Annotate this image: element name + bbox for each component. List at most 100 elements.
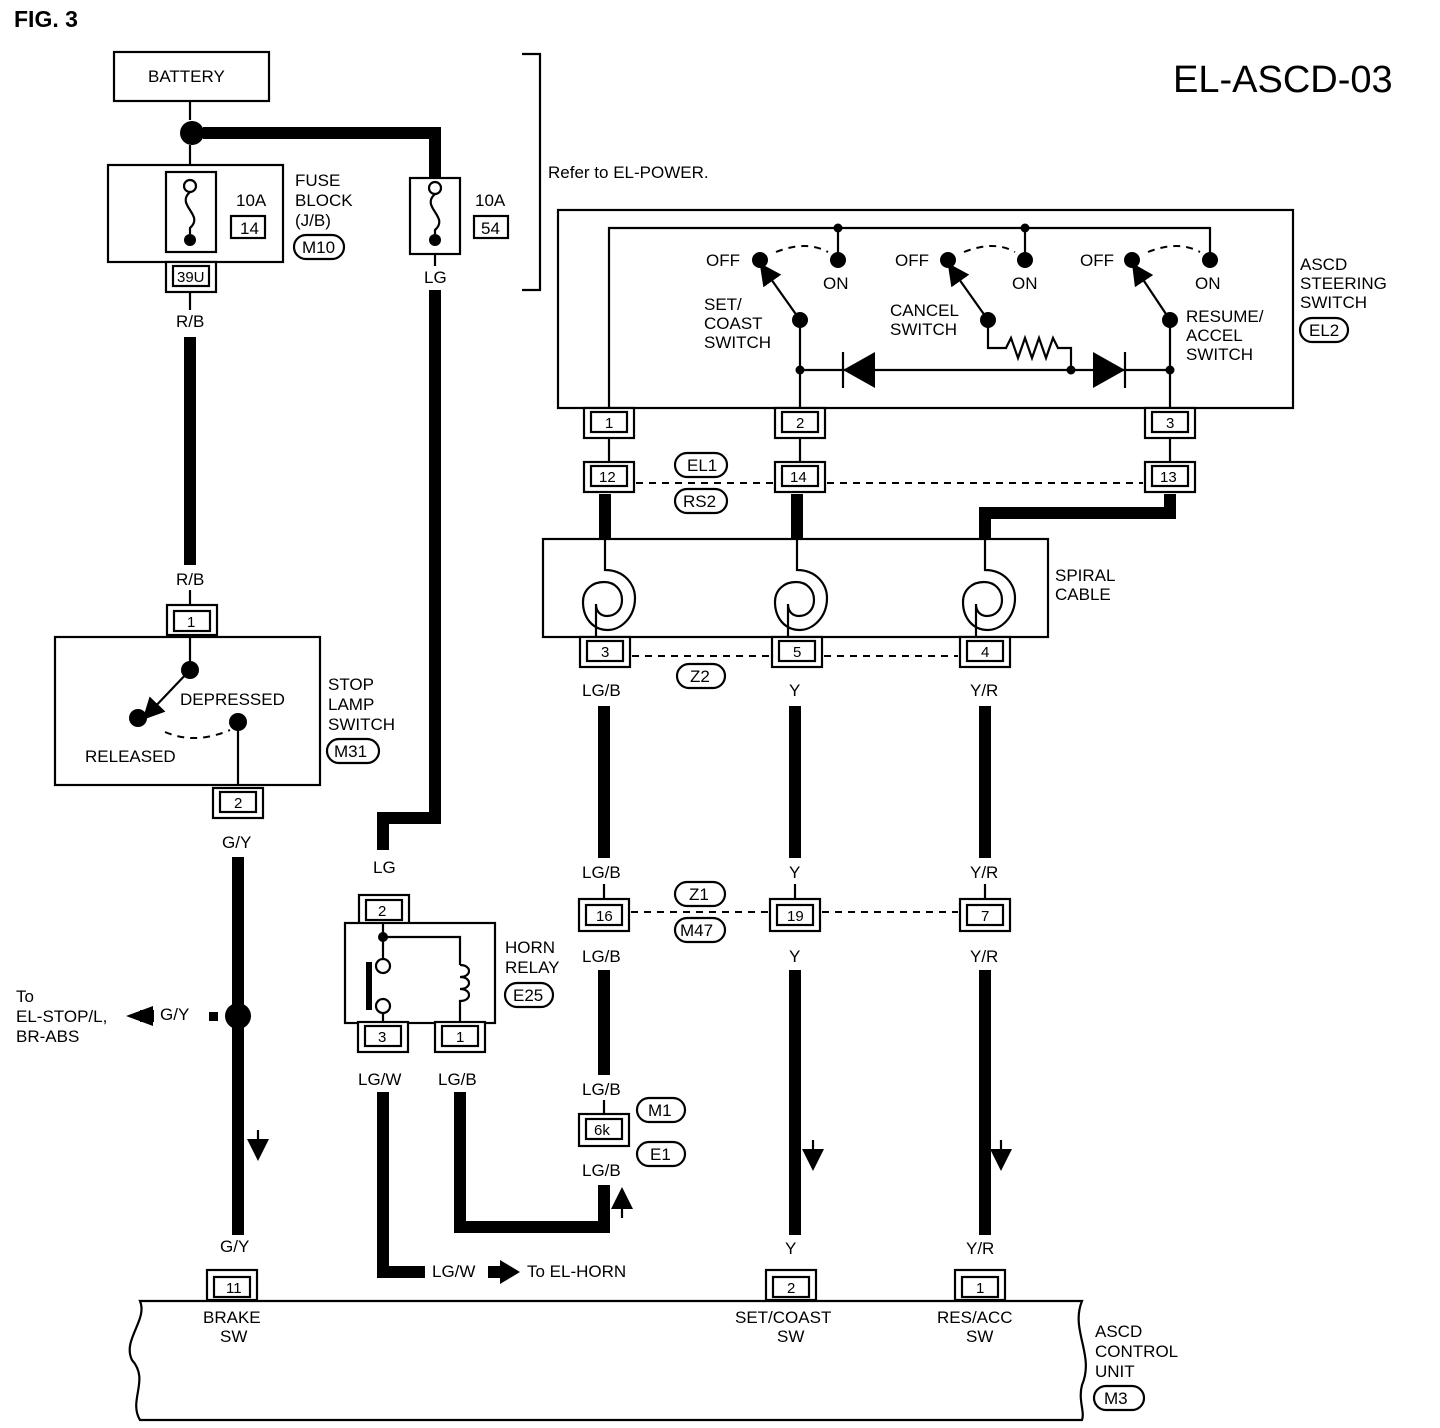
- el1-connector: EL1: [687, 456, 717, 475]
- fuse-14-amp: 10A: [236, 191, 267, 210]
- spiral-pin-3: 3: [601, 644, 609, 661]
- control-res-2: SW: [966, 1327, 993, 1346]
- wire-label-rb-bottom: R/B: [176, 570, 204, 589]
- spiral-pin-5: 5: [793, 644, 801, 661]
- to-horn-arrow-icon: [500, 1260, 520, 1284]
- set-off: OFF: [706, 251, 740, 270]
- horn-relay-connector: E25: [513, 986, 543, 1005]
- to-stop-line-1: To: [16, 987, 34, 1006]
- control-unit-label-1: ASCD: [1095, 1322, 1142, 1341]
- wire-label-lgb-3: LG/B: [582, 947, 621, 966]
- resume-label-2: ACCEL: [1186, 326, 1243, 345]
- wire-battery-to-fuse54: [203, 127, 441, 178]
- fuse-54-amp: 10A: [475, 191, 506, 210]
- horn-relay-label-1: HORN: [505, 938, 555, 957]
- el1-pin-13: 13: [1160, 469, 1177, 486]
- stop-lamp-contact: [142, 669, 191, 720]
- control-unit-connector: M3: [1104, 1389, 1128, 1408]
- steering-pin-3: 3: [1166, 415, 1174, 432]
- steering-switch-connector: EL2: [1309, 321, 1339, 340]
- cancel-switch-contact: [947, 263, 989, 321]
- m47-connector: M47: [680, 921, 713, 940]
- control-res-1: RES/ACC: [937, 1308, 1013, 1327]
- spiral-3-icon: [961, 539, 1017, 640]
- diode-right-icon: [1093, 352, 1125, 388]
- battery-splice: [180, 121, 204, 145]
- set-label-3: SWITCH: [704, 333, 771, 352]
- control-unit-label-3: UNIT: [1095, 1362, 1135, 1381]
- e1-connector: E1: [650, 1145, 671, 1164]
- stop-lamp-pin-2: 2: [234, 795, 242, 812]
- resume-on: ON: [1195, 274, 1221, 293]
- resume-switch-contact: [1131, 262, 1171, 321]
- terminal-39u: 39U: [177, 269, 205, 286]
- control-brake-2: SW: [220, 1327, 247, 1346]
- fuse-54-icon: [429, 193, 441, 234]
- fuse-14-number: 14: [240, 219, 259, 238]
- stop-lamp-depressed: DEPRESSED: [180, 690, 285, 709]
- battery-label: BATTERY: [148, 67, 225, 86]
- battery-box: [112, 50, 271, 103]
- steering-switch-label-1: ASCD: [1300, 255, 1347, 274]
- control-pin-2: 2: [787, 1280, 795, 1297]
- spiral-cable-label-1: SPIRAL: [1055, 566, 1115, 585]
- wire-label-y-4: Y: [785, 1239, 796, 1258]
- el1-pin-14: 14: [790, 469, 807, 486]
- m1-connector: M1: [648, 1101, 672, 1120]
- fuse-block-connector: M10: [302, 238, 335, 257]
- wire-label-gy-bottom: G/Y: [220, 1237, 249, 1256]
- resume-label-3: SWITCH: [1186, 345, 1253, 364]
- fuse-block-label-1: FUSE: [295, 171, 340, 190]
- refer-bracket: [522, 52, 542, 292]
- wire-label-yr-3: Y/R: [970, 947, 998, 966]
- gy-splice: [225, 1003, 251, 1029]
- set-switch-contact: [759, 263, 801, 321]
- figure-label: FIG. 3: [14, 6, 78, 32]
- control-unit-label-2: CONTROL: [1095, 1342, 1178, 1361]
- wire-label-gy-top: G/Y: [222, 833, 251, 852]
- horn-relay-pin-1: 1: [456, 1029, 464, 1046]
- wire-spiral-3: [979, 494, 1176, 540]
- set-on: ON: [823, 274, 849, 293]
- wire-label-lg-top: LG: [424, 268, 447, 287]
- control-brake-1: BRAKE: [203, 1308, 261, 1327]
- fuse-54-number: 54: [481, 219, 500, 238]
- fuse-14-icon: [184, 191, 196, 234]
- rs2-connector: RS2: [683, 492, 716, 511]
- stop-lamp-released: RELEASED: [85, 747, 176, 766]
- control-pin-1: 1: [976, 1280, 984, 1297]
- stop-lamp-pin-1: 1: [187, 614, 195, 631]
- fuse-block-label-2: BLOCK: [295, 191, 353, 210]
- z1-pin-16: 16: [596, 908, 613, 925]
- spiral-cable-label-2: CABLE: [1055, 585, 1111, 604]
- el1-pin-12: 12: [599, 469, 616, 486]
- control-pin-11: 11: [226, 1280, 242, 1297]
- cancel-on: ON: [1012, 274, 1038, 293]
- wire-label-lgb-1: LG/B: [582, 681, 621, 700]
- wire-label-lgb-5: LG/B: [582, 1161, 621, 1180]
- fuse-block-label-3: (J/B): [295, 211, 331, 230]
- wire-label-yr-4: Y/R: [966, 1239, 994, 1258]
- stop-lamp-label-2: LAMP: [328, 695, 374, 714]
- cancel-off: OFF: [895, 251, 929, 270]
- cancel-label-1: CANCEL: [890, 301, 959, 320]
- steering-switch-label-2: STEERING: [1300, 274, 1387, 293]
- z1-pin-19: 19: [787, 908, 804, 925]
- wire-label-y-1: Y: [789, 681, 800, 700]
- z1-connector: Z1: [689, 885, 709, 904]
- wire-label-yr-2: Y/R: [970, 863, 998, 882]
- horn-relay-coil-icon: [458, 963, 471, 1023]
- m1-pin-6k: 6k: [594, 1122, 610, 1139]
- steering-pin-2: 2: [796, 415, 804, 432]
- spiral-1-icon: [581, 539, 637, 640]
- horn-relay-pin-2: 2: [378, 903, 386, 920]
- wire-label-lgb-2: LG/B: [582, 863, 621, 882]
- control-unit-box: [128, 1299, 1087, 1422]
- wire-lg: [377, 290, 441, 850]
- resume-off: OFF: [1080, 251, 1114, 270]
- set-label-1: SET/: [704, 295, 742, 314]
- wire-lgb-horn: [454, 1092, 610, 1233]
- wire-label-lgw-top: LG/W: [358, 1070, 401, 1089]
- to-horn-label: To EL-HORN: [527, 1262, 626, 1281]
